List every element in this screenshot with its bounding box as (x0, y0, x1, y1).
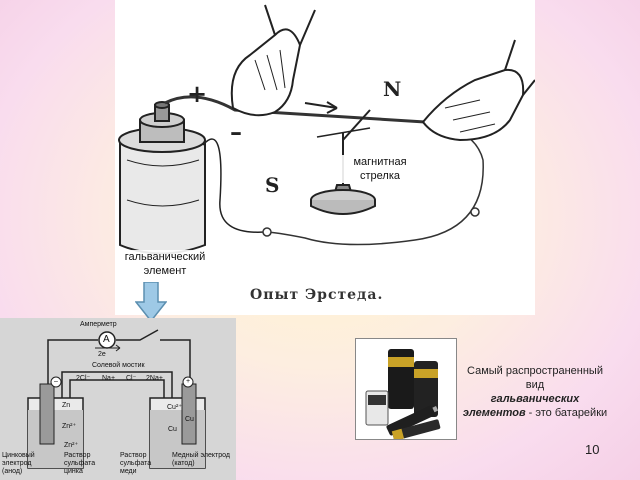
left-beaker (27, 397, 84, 469)
cu-atom-label: Cu (168, 426, 177, 433)
copper-electrode-label: Медный электрод (катод) (172, 452, 230, 467)
zinc-solution-label: Раствор сульфата цинка (64, 452, 96, 475)
ion-label-cl: Cl⁻ (126, 375, 137, 382)
magnetic-needle-label: магнитная стрелка (335, 155, 425, 183)
oersted-caption: Опыт Эрстеда. (250, 287, 384, 303)
electron-label: 2e (98, 351, 106, 358)
batteries-drawing (365, 349, 441, 439)
ammeter-symbol: A (103, 334, 110, 345)
cu-electrode-label: Cu (185, 416, 194, 423)
galvanic-cell-drawing (118, 101, 266, 255)
cathode-plus-sign: + (186, 378, 191, 385)
cu-ion-label: Cu²⁺ (167, 404, 182, 411)
batteries-caption-line1: Самый распространенный вид (467, 365, 603, 391)
right-hand-drawing (421, 39, 535, 142)
ion-label-2cl: 2Cl⁻ (76, 375, 91, 382)
batteries-caption: Самый распространенный вид гальванически… (460, 364, 610, 420)
left-hand-drawing (230, 4, 316, 117)
galvanic-cell-schematic (27, 329, 206, 469)
zn-ion-label: Zn²⁺ (64, 442, 79, 449)
magnetic-needle-drawing (310, 109, 376, 215)
galvanic-cell-diagram: Амперметр A 2e Солевой мостик 2Cl⁻ Na+ C… (0, 318, 236, 480)
zn-electrode-label: Zn²⁺ (62, 423, 77, 430)
galvanic-cell-label: гальванический элемент (115, 250, 215, 278)
plus-sign: + (187, 79, 207, 108)
batteries-photo (355, 338, 457, 440)
batteries-caption-emphasis: гальванических элементов (462, 393, 580, 419)
oersted-drawing: + – N S (118, 4, 535, 255)
zinc-electrode-label: Цинковый электрод (анод) (2, 452, 35, 475)
south-pole-label: S (265, 173, 279, 197)
copper-solution-label: Раствор сульфата меди (120, 452, 152, 475)
page-number: 10 (585, 442, 600, 457)
ion-label-2na: 2Na+ (146, 375, 163, 382)
ion-label-na: Na+ (102, 375, 116, 382)
down-arrow-shape (135, 282, 167, 322)
zn-atom-label: Zn (62, 402, 71, 409)
north-pole-label: N (383, 77, 401, 101)
ammeter-label: Амперметр (80, 321, 117, 328)
salt-bridge-label: Солевой мостик (92, 362, 145, 369)
anode-minus-sign: – (54, 378, 58, 385)
batteries-caption-line3: - это батарейки (525, 407, 608, 419)
down-arrow-icon (135, 282, 167, 322)
minus-sign: – (230, 117, 242, 146)
